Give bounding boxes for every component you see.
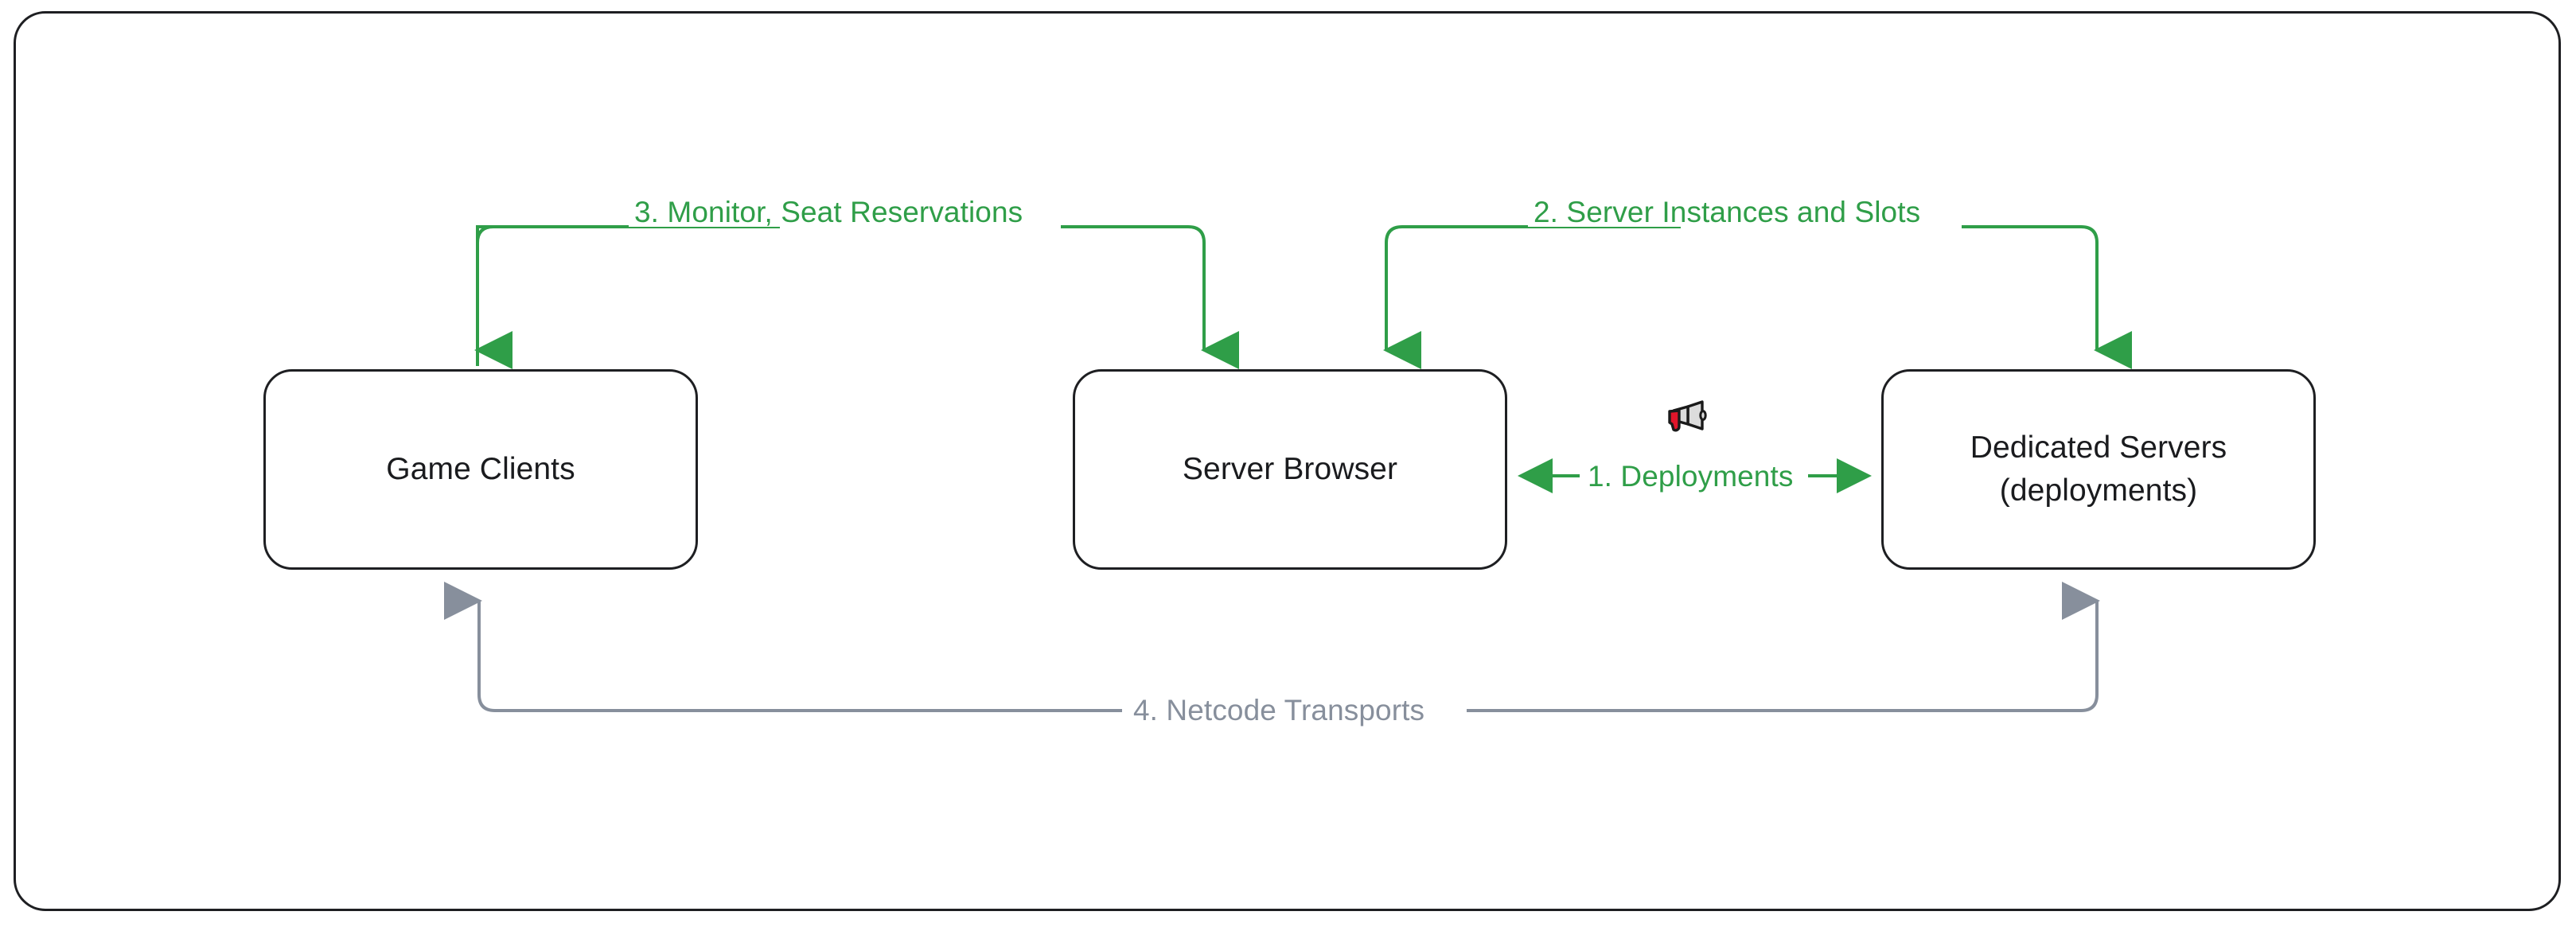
edge-label-deployments: 1. Deployments xyxy=(1582,462,1799,491)
edge-label-server-instances-and-slots: 2. Server Instances and Slots xyxy=(1528,197,1927,227)
node-dedicated-servers[interactable]: Dedicated Servers (deployments) xyxy=(1881,369,2316,570)
edge-4-path xyxy=(444,582,2100,712)
edge-3-path xyxy=(474,225,1239,369)
node-dedicated-servers-label: Dedicated Servers (deployments) xyxy=(1970,430,2227,508)
node-game-clients-label: Game Clients xyxy=(386,452,575,487)
edge-label-monitor-seat-reservations: 3. Monitor, Seat Reservations xyxy=(629,197,1029,227)
node-server-browser-label: Server Browser xyxy=(1182,452,1398,487)
node-game-clients[interactable]: Game Clients xyxy=(263,369,698,570)
megaphone-icon xyxy=(1668,400,1707,432)
node-server-browser[interactable]: Server Browser xyxy=(1073,369,1507,570)
edge-label-netcode-transports: 4. Netcode Transports xyxy=(1128,695,1431,725)
edge-2-path xyxy=(1383,225,2132,369)
